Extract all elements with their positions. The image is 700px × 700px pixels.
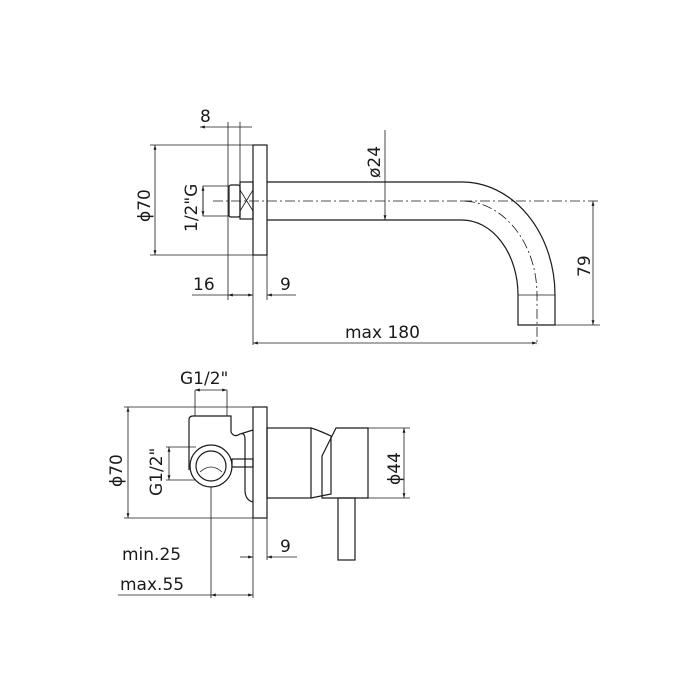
spout-pipe (267, 181, 556, 326)
wall-plate (252, 406, 268, 519)
lever (337, 497, 356, 561)
spout-drawing: 8 ϕ70 1/2"G ø24 16 9 79 max 180 (135, 107, 600, 345)
taper (310, 427, 332, 499)
mixer-drawing: G1/2" G1/2" ϕ70 ϕ44 9 min.25 max.55 (107, 369, 410, 598)
dim-plate-diameter: ϕ70 (135, 189, 155, 222)
dim-length: max 180 (345, 323, 420, 343)
dim-9: 9 (280, 537, 291, 557)
dim-16: 16 (193, 275, 215, 295)
dim-side-thread: G1/2" (147, 448, 167, 496)
dim-handle-diameter: ϕ44 (385, 452, 405, 485)
dim-height: 79 (575, 255, 595, 277)
dim-9: 9 (280, 275, 291, 295)
dim-min-depth: min.25 (122, 545, 181, 565)
dim-plate-diameter: ϕ70 (107, 454, 127, 487)
mixer-cartridge (266, 427, 312, 499)
handle (321, 427, 369, 499)
dim-top-thread: G1/2" (180, 369, 228, 389)
dim-8: 8 (200, 107, 211, 127)
valve-body (188, 415, 254, 503)
dim-thread: 1/2"G (182, 184, 202, 232)
centerline (213, 200, 538, 345)
dim-max-depth: max.55 (120, 575, 184, 595)
dim-pipe-diameter: ø24 (365, 146, 385, 178)
wall-plate (252, 144, 268, 256)
connector-cross (239, 189, 254, 212)
